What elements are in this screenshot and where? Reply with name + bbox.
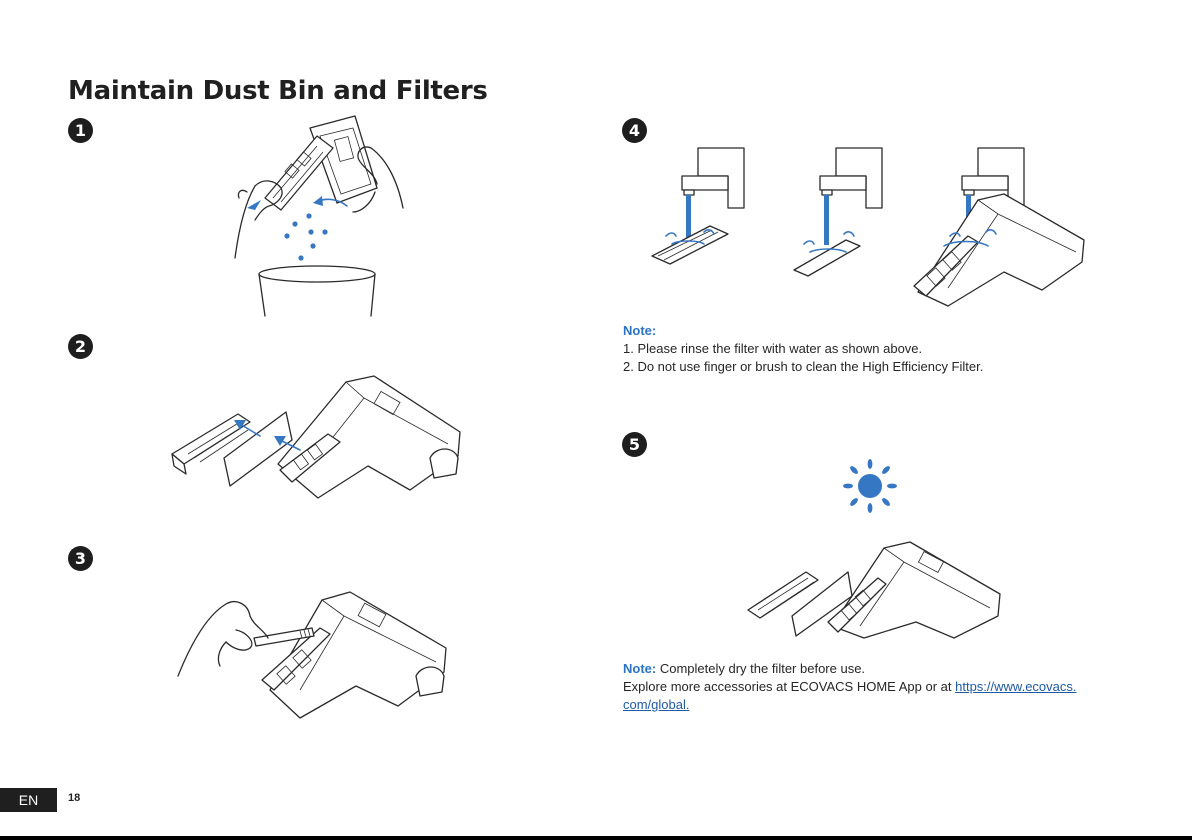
- step-5-dry-illustration: [747, 459, 1001, 639]
- page-title: Maintain Dust Bin and Filters: [68, 76, 488, 106]
- explore-line: Explore more accessories at ECOVACS HOME…: [623, 678, 1143, 696]
- rinse-note: Note: 1. Please rinse the filter with wa…: [623, 322, 983, 376]
- step-3-brush-clean-illustration: [177, 591, 447, 719]
- step-3-badge: 3: [68, 546, 93, 571]
- step-4-badge: 4: [622, 118, 647, 143]
- dry-note: Note: Completely dry the filter before u…: [623, 660, 1143, 714]
- step-4-rinse-illustration: [651, 147, 1085, 307]
- step-1-badge: 1: [68, 118, 93, 143]
- rinse-note-label: Note:: [623, 323, 657, 338]
- step-1-empty-bin-illustration: [234, 115, 404, 317]
- step-5-badge: 5: [622, 432, 647, 457]
- dry-note-label: Note:: [623, 661, 657, 676]
- rinse-note-line-2: 2. Do not use finger or brush to clean t…: [623, 359, 984, 374]
- ecovacs-link-continued[interactable]: com/global.: [623, 697, 690, 712]
- step-2-badge: 2: [68, 334, 93, 359]
- dry-note-text: Completely dry the filter before use.: [656, 661, 866, 676]
- language-tag: EN: [0, 788, 57, 812]
- explore-line-2: com/global.: [623, 696, 1143, 714]
- step-2-remove-filters-illustration: [171, 375, 461, 499]
- sun-icon: [843, 459, 897, 513]
- rinse-note-line-1: 1. Please rinse the filter with water as…: [623, 341, 923, 356]
- bottom-rule: [0, 836, 1192, 840]
- dry-note-line: Note: Completely dry the filter before u…: [623, 660, 1143, 678]
- explore-text: Explore more accessories at ECOVACS HOME…: [623, 679, 956, 694]
- page-number: 18: [68, 792, 81, 804]
- ecovacs-link[interactable]: https://www.ecovacs.: [955, 679, 1077, 694]
